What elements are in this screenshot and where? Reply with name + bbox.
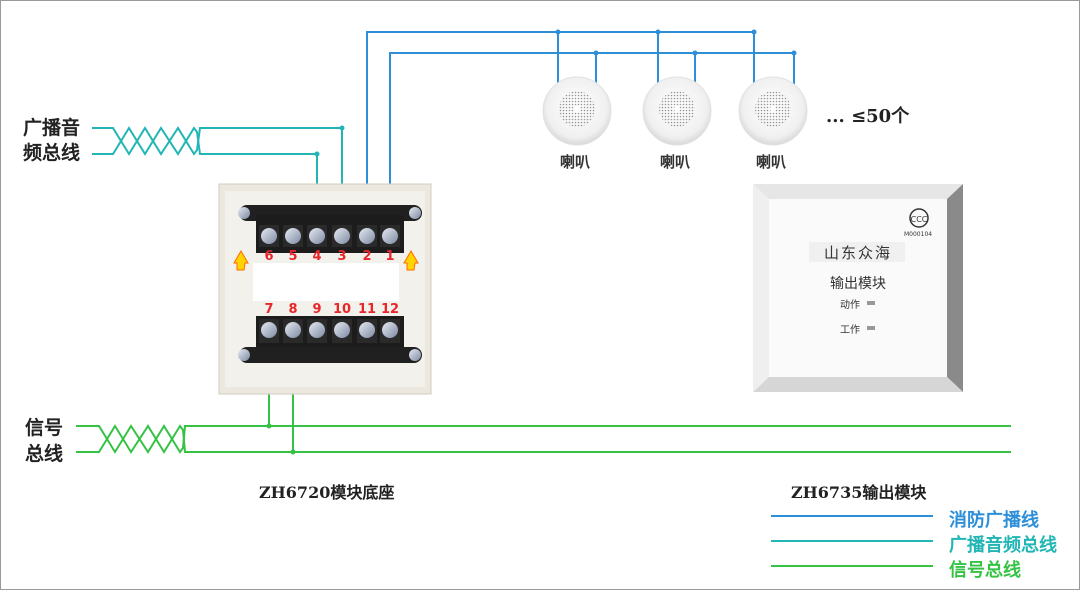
terminal-number: 2 <box>362 249 372 264</box>
terminal-screw <box>382 322 398 338</box>
terminal-number: 10 <box>332 302 352 317</box>
indicator-work-label: 工作 <box>840 325 860 336</box>
legend-signal-bus: 信号总线 <box>949 560 1021 581</box>
terminal-number: 11 <box>357 302 377 317</box>
legend-fire-broadcast: 消防广播线 <box>949 510 1039 531</box>
legend-audio-bus: 广播音频总线 <box>949 535 1057 556</box>
fire-broadcast-junctions <box>555 29 797 56</box>
terminal-screw <box>309 322 325 338</box>
module-base <box>218 183 432 395</box>
speakers <box>542 76 808 146</box>
terminal-number: 7 <box>264 302 274 317</box>
terminal-screw <box>285 322 301 338</box>
terminal-screw <box>382 228 398 244</box>
speaker-label: 喇叭 <box>660 153 691 171</box>
speaker-icon <box>642 76 712 146</box>
cert-code: M000104 <box>904 231 933 238</box>
terminal-number: 6 <box>264 249 274 264</box>
terminal-number: 4 <box>312 249 322 264</box>
terminal-screw <box>334 322 350 338</box>
signal-bus-label-line1: 信号 <box>25 417 64 439</box>
speaker-label: 喇叭 <box>756 153 787 171</box>
ccc-mark-icon <box>909 208 929 228</box>
fire-broadcast-wire-b <box>389 52 795 233</box>
terminal-screw <box>334 228 350 244</box>
terminal-screw <box>359 228 375 244</box>
terminal-number: 8 <box>288 302 298 317</box>
legend-lines <box>771 515 933 567</box>
terminal-number: 3 <box>337 249 347 264</box>
audio-bus-label-line1: 广播音 <box>23 117 81 139</box>
terminal-screw <box>261 228 277 244</box>
speaker-count-limit: ... ≤50个 <box>826 106 910 127</box>
terminal-number: 9 <box>312 302 322 317</box>
svg-text:CCC: CCC <box>911 215 928 224</box>
signal-bus-label-line2: 总线 <box>25 443 64 465</box>
module-caption: ZH6735输出模块 <box>791 483 927 502</box>
terminal-number: 5 <box>288 249 298 264</box>
module-brand: 山东众海 <box>824 244 893 262</box>
terminal-screw <box>309 228 325 244</box>
top-terminal-screws <box>259 225 400 247</box>
output-module: CCC <box>753 184 963 392</box>
audio-bus-label-line2: 频总线 <box>23 142 81 164</box>
speaker-icon <box>542 76 612 146</box>
terminal-number: 12 <box>380 302 400 317</box>
terminal-screw <box>359 322 375 338</box>
audio-bus-wires <box>92 126 343 233</box>
base-caption: ZH6720模块底座 <box>259 483 395 502</box>
speaker-icon <box>738 76 808 146</box>
module-name: 输出模块 <box>830 276 886 292</box>
indicator-action-label: 动作 <box>840 300 860 311</box>
signal-bus-junctions <box>266 423 296 455</box>
terminal-number: 1 <box>385 249 395 264</box>
terminal-screw <box>261 322 277 338</box>
audio-bus-junctions <box>314 125 345 157</box>
speaker-label: 喇叭 <box>560 153 591 171</box>
terminal-screw <box>285 228 301 244</box>
bottom-terminal-screws <box>259 319 400 343</box>
